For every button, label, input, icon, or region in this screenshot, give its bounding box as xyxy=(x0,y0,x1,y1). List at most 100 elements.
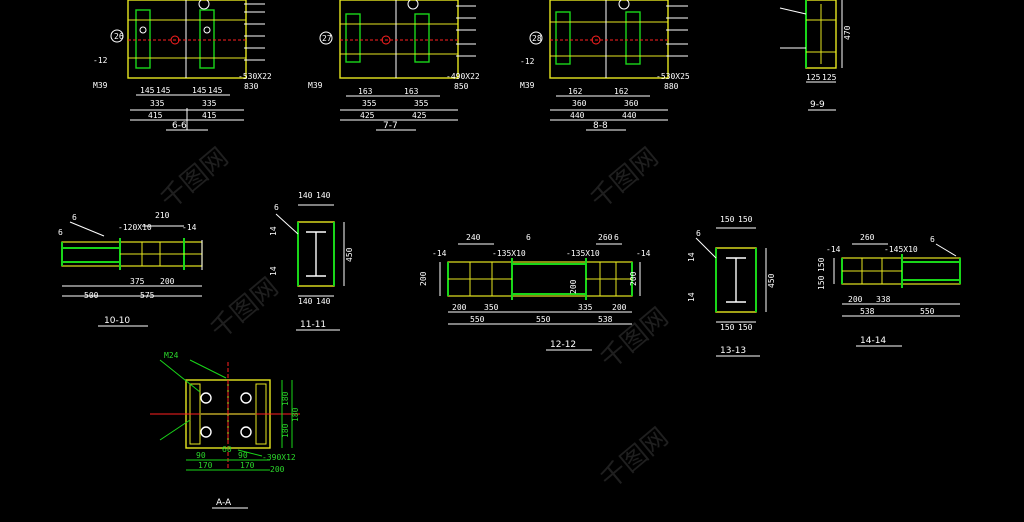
section-6-6-dim-5: 145 xyxy=(156,86,171,95)
section-11-11-dim-1: 140 xyxy=(316,191,331,200)
section-8-8-label-1: M39 xyxy=(520,81,535,90)
svg-text:千图网: 千图网 xyxy=(205,272,284,345)
section-a-a-dim-3: 90 xyxy=(238,451,248,460)
section-a-a-dim-5: 180 xyxy=(281,391,290,406)
section-7-7-label-0: M39 xyxy=(308,81,323,90)
section-8-8: 28 -12 M39 -530X25 880 162 162 360 360 4… xyxy=(520,0,690,131)
section-6-6-dim-4: 145 xyxy=(140,86,155,95)
section-12-12-label-3: -14 xyxy=(636,249,651,258)
section-12-12-dim-4: 538 xyxy=(598,315,613,324)
section-10-10-label-0: -120X10 xyxy=(118,223,152,232)
section-12-12-dim-0: 240 xyxy=(466,233,481,242)
section-10-10-dim-0: 210 xyxy=(155,211,170,220)
section-7-7: 27 M39 -490X22 850 163 163 355 355 425 4… xyxy=(308,0,480,131)
section-7-7-caption: 7-7 xyxy=(383,121,398,131)
section-14-14-dim-1: 538 xyxy=(860,307,875,316)
section-12-12-dim-10: 200 xyxy=(629,271,638,286)
section-6-6-label-3: 830 xyxy=(244,82,259,91)
section-14-14-dim-5: 150 xyxy=(817,257,826,272)
section-7-7-label-3: 27 xyxy=(322,34,332,43)
section-13-13-label-2: 6 xyxy=(696,229,701,238)
section-13-13-dim-0: 150 xyxy=(720,215,735,224)
section-12-12-dim-11: 200 xyxy=(569,279,578,294)
section-6-6-label-4: 26 xyxy=(114,32,124,41)
section-9-9: 470 125 125 9-9 xyxy=(779,0,852,111)
section-11-11-label-1: 14 xyxy=(269,266,278,276)
section-11-11-label-2: 6 xyxy=(274,203,279,212)
section-10-10-label-3: 6 xyxy=(58,228,63,237)
section-12-12-dim-6: 350 xyxy=(484,303,499,312)
section-14-14-label-0: -145X10 xyxy=(884,245,918,254)
section-14-14-dim-4: 338 xyxy=(876,295,891,304)
section-13-13-label-0: 14 xyxy=(687,252,696,262)
section-11-11-caption: 11-11 xyxy=(300,320,326,330)
section-a-a-dim-6: 180 xyxy=(281,423,290,438)
section-12-12-dim-8: 200 xyxy=(612,303,627,312)
section-8-8-caption: 8-8 xyxy=(593,121,608,131)
section-12-12-label-1: -135X10 xyxy=(566,249,600,258)
section-8-8-label-3: 880 xyxy=(664,82,679,91)
section-12-12-dim-3: 550 xyxy=(536,315,551,324)
section-6-6-dim-0: 415 xyxy=(148,111,163,120)
watermark: 千图网 千图网 千图网 千图网 千图网 xyxy=(155,142,674,495)
section-9-9-dim-1: 125 xyxy=(806,73,821,82)
section-12-12-label-2: -14 xyxy=(432,249,447,258)
section-a-a-dim-7: 180 xyxy=(291,407,300,422)
section-10-10-caption: 10-10 xyxy=(104,316,130,326)
section-13-13-dim-3: 150 xyxy=(738,323,753,332)
section-9-9-dim-2: 125 xyxy=(822,73,837,82)
section-14-14-caption: 14-14 xyxy=(860,336,886,346)
section-7-7-dim-1: 425 xyxy=(412,111,427,120)
section-12-12-dim-7: 335 xyxy=(578,303,593,312)
section-6-6-dim-7: 145 xyxy=(208,86,223,95)
section-12-12-dim-5: 200 xyxy=(452,303,467,312)
section-7-7-dim-3: 355 xyxy=(414,99,429,108)
section-10-10-dim-1: 500 xyxy=(84,291,99,300)
section-a-a: 90 90 60 170 170 180 180 180 -390X12 M24… xyxy=(150,351,300,509)
section-a-a-dim-2: 90 xyxy=(196,451,206,460)
section-13-13: 150 150 150 150 450 14 14 6 13-13 xyxy=(687,215,776,357)
section-6-6-dim-2: 335 xyxy=(150,99,165,108)
svg-text:千图网: 千图网 xyxy=(595,422,674,495)
section-8-8-dim-3: 360 xyxy=(624,99,639,108)
section-14-14-dim-3: 200 xyxy=(848,295,863,304)
section-a-a-caption: A-A xyxy=(216,498,232,508)
section-6-6-label-0: -12 xyxy=(93,56,108,65)
section-6-6-caption: 6-6 xyxy=(172,121,187,131)
section-a-a-label-0: -390X12 xyxy=(262,453,296,462)
section-8-8-dim-5: 162 xyxy=(614,87,629,96)
section-10-10-dim-3: 375 xyxy=(130,277,145,286)
section-6-6-dim-6: 145 xyxy=(192,86,207,95)
section-10-10-label-1: -14 xyxy=(182,223,197,232)
section-13-13-caption: 13-13 xyxy=(720,346,746,356)
section-7-7-dim-4: 163 xyxy=(358,87,373,96)
section-12-12-dim-2: 550 xyxy=(470,315,485,324)
section-7-7-label-1: -490X22 xyxy=(446,72,480,81)
section-6-6-dim-3: 335 xyxy=(202,99,217,108)
section-14-14-dim-2: 550 xyxy=(920,307,935,316)
section-13-13-label-1: 14 xyxy=(687,292,696,302)
section-8-8-dim-0: 440 xyxy=(570,111,585,120)
section-10-10-dim-2: 575 xyxy=(140,291,155,300)
section-13-13-dim-1: 150 xyxy=(738,215,753,224)
section-11-11-dim-2: 140 xyxy=(298,297,313,306)
section-11-11-label-0: 14 xyxy=(269,226,278,236)
section-11-11-dim-0: 140 xyxy=(298,191,313,200)
section-14-14: 260 -145X10 -14 6 200 338 538 550 150 15… xyxy=(817,233,961,347)
svg-text:千图网: 千图网 xyxy=(595,302,674,375)
section-8-8-dim-1: 440 xyxy=(622,111,637,120)
section-12-12-dim-9: 200 xyxy=(419,271,428,286)
section-14-14-dim-6: 150 xyxy=(817,275,826,290)
section-12-12-label-4: 6 xyxy=(526,233,531,242)
section-a-a-label-2: 200 xyxy=(270,465,285,474)
section-6-6-dim-1: 415 xyxy=(202,111,217,120)
section-9-9-caption: 9-9 xyxy=(810,100,825,110)
section-6-6-label-2: -530X22 xyxy=(238,72,272,81)
svg-text:千图网: 千图网 xyxy=(155,142,234,215)
section-14-14-label-2: 6 xyxy=(930,235,935,244)
section-14-14-dim-0: 260 xyxy=(860,233,875,242)
section-8-8-label-4: 28 xyxy=(532,34,542,43)
section-8-8-dim-2: 360 xyxy=(572,99,587,108)
